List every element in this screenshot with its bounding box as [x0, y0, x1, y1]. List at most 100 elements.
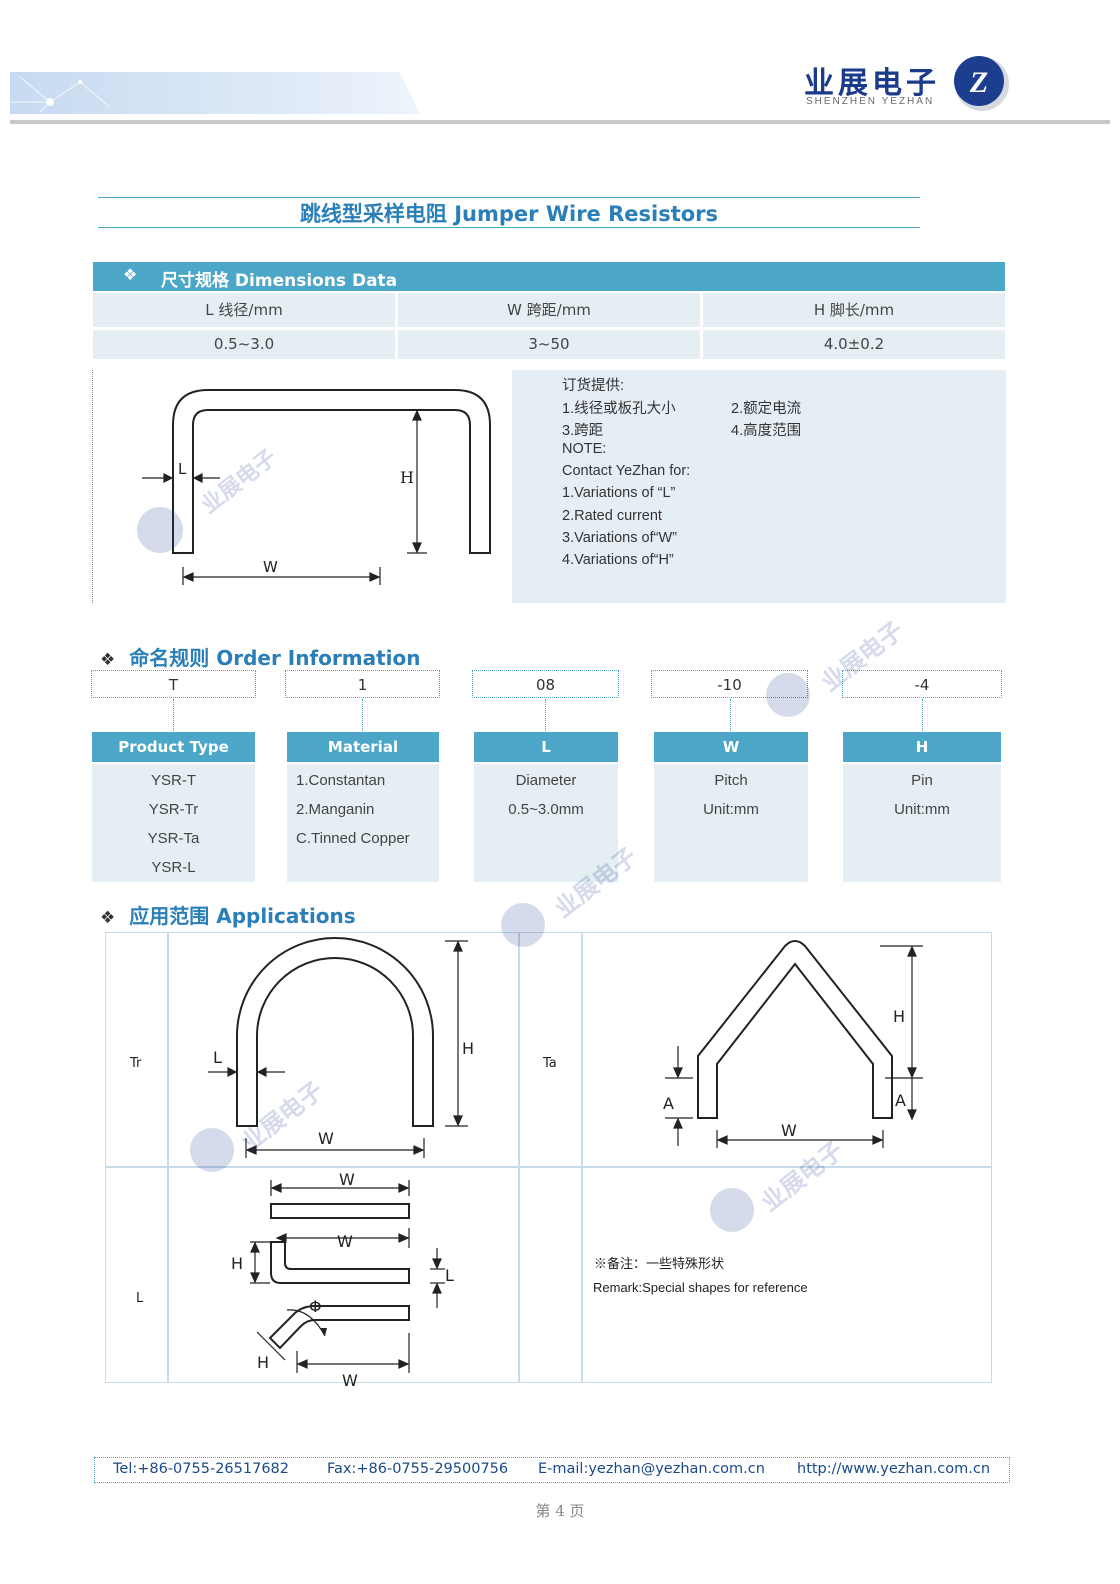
dim-val-h: 4.0±0.2 [703, 330, 1005, 359]
connector-w [730, 699, 731, 731]
order-item: YSR-Ta [147, 830, 200, 847]
diamond-bullet-icon: ❖ [123, 265, 138, 284]
dim-col-w: W 跨距/mm [398, 293, 700, 327]
note-line-9: 2.Rated current [562, 508, 662, 524]
order-info-heading: ❖ 命名规则 Order Information [100, 642, 421, 671]
dimensions-value-row: 0.5~3.0 3~50 4.0±0.2 [93, 330, 1005, 359]
grid-divider [106, 1166, 991, 1168]
dim-col-h: H 脚长/mm [703, 293, 1005, 327]
l-label-h-top: H [231, 1254, 243, 1273]
note-line-1: 订货提供: [562, 378, 625, 394]
l-label-w-bottom: W [342, 1371, 358, 1388]
page-number: 第 4 页 [535, 1502, 585, 1520]
code-box-w: -10 [651, 670, 808, 698]
connector-type [173, 699, 174, 731]
order-col-body: Diameter 0.5~3.0mm [474, 764, 618, 882]
order-info-heading-text: 命名规则 Order Information [129, 646, 421, 670]
order-col-head: W [654, 732, 808, 762]
ta-label-a-right: A [895, 1091, 906, 1110]
order-item: YSR-L [151, 859, 196, 876]
order-col-w: W Pitch Unit:mm [654, 732, 808, 882]
footer-website[interactable]: http://www.yezhan.com.cn [797, 1461, 991, 1477]
header-network-graphic [10, 76, 111, 113]
order-col-l: L Diameter 0.5~3.0mm [474, 732, 618, 882]
grid-divider [581, 933, 583, 1382]
order-col-body: 1.Constantan 2.Manganin C.Tinned Copper [287, 764, 439, 882]
order-item: 2.Manganin [296, 801, 375, 818]
svg-text:业展电子: 业展电子 [816, 620, 909, 697]
order-col-body: Pitch Unit:mm [654, 764, 808, 882]
l-label-l: L [445, 1266, 454, 1285]
ta-label-h: H [893, 1007, 905, 1026]
footer-fax: Fax:+86-0755-29500756 [327, 1461, 509, 1477]
svg-text:Z: Z [969, 66, 988, 99]
diagram-label-l: L [178, 460, 187, 478]
title-rule-bottom [98, 227, 920, 228]
note-line-3: 2.额定电流 [731, 401, 802, 417]
row-label-ta: Ta [543, 1056, 557, 1071]
watermark-logo-icon: 业展电子 [501, 842, 642, 947]
code-box-type: T [91, 670, 256, 698]
applications-heading-text: 应用范围 Applications [129, 904, 356, 928]
tr-label-h: H [462, 1039, 474, 1058]
order-col-product-type: Product Type YSR-T YSR-Tr YSR-Ta YSR-L [92, 732, 255, 882]
order-item: Pin [911, 772, 933, 789]
dimensions-heading-text: 尺寸规格 Dimensions Data [161, 271, 398, 291]
watermark-logo-icon: 业展电子 [190, 1076, 329, 1172]
ta-shape-diagram: A A H W [663, 940, 923, 1148]
footer-tel: Tel:+86-0755-26517682 [113, 1461, 289, 1477]
watermark-logo-icon: 业展电子 [710, 1140, 849, 1232]
note-line-11: 4.Variations of“H” [562, 552, 674, 568]
order-item: Pitch [714, 772, 748, 789]
connector-l [545, 699, 546, 731]
note-line-4: 3.跨距 [562, 423, 604, 439]
ta-label-w: W [781, 1121, 797, 1140]
tr-shape-diagram: L H W [208, 937, 474, 1158]
note-line-5: 4.高度范围 [731, 423, 802, 439]
header-band [10, 72, 420, 114]
note-line-8: 1.Variations of “L” [562, 485, 676, 501]
row-label-l: L [136, 1291, 144, 1306]
brand-name-cn: 业展电子 [804, 66, 940, 101]
order-item: YSR-Tr [148, 801, 199, 818]
order-item: Diameter [515, 772, 577, 789]
l-shape-diagram: W W W H H L Φ [231, 1170, 454, 1388]
l-label-h-bottom: H [257, 1353, 269, 1372]
watermark-logo-icon: 业展电子 [137, 445, 282, 553]
dim-col-l: L 线径/mm [93, 293, 395, 327]
order-item: 1.Constantan [296, 772, 386, 789]
order-item: YSR-T [151, 772, 196, 789]
note-line-7: Contact YeZhan for: [562, 463, 691, 479]
grid-divider [518, 933, 520, 1382]
title-rule-top [98, 197, 920, 198]
order-item: C.Tinned Copper [296, 830, 410, 847]
diamond-bullet-icon: ❖ [100, 650, 116, 670]
svg-text:业展电子: 业展电子 [197, 445, 282, 519]
order-item: Unit:mm [703, 801, 759, 818]
svg-text:业展电子: 业展电子 [236, 1076, 329, 1157]
order-col-h: H Pin Unit:mm [843, 732, 1001, 882]
note-line-2: 1.线径或板孔大小 [562, 401, 676, 417]
code-box-material: 1 [285, 670, 440, 698]
order-col-head: Material [287, 732, 439, 762]
footer-contact-bar: Tel:+86-0755-26517682 Fax:+86-0755-29500… [94, 1457, 1010, 1483]
diagram-label-w: W [263, 558, 278, 576]
order-col-head: Product Type [92, 732, 255, 762]
note-line-10: 3.Variations of“W” [562, 530, 677, 546]
header-rule [10, 120, 1110, 124]
dim-val-w: 3~50 [398, 330, 700, 359]
grid-divider [167, 933, 169, 1382]
yezhan-logo-icon: Z [954, 56, 1009, 111]
tr-label-l: L [213, 1048, 222, 1067]
order-note-panel: 订货提供: 1.线径或板孔大小 2.额定电流 3.跨距 4.高度范围 NOTE:… [512, 370, 1006, 603]
jumper-dimension-diagram: L H W 业展电子 [137, 389, 491, 585]
remark-en: Remark:Special shapes for reference [593, 1280, 808, 1295]
applications-heading: ❖应用范围 Applications [100, 900, 356, 929]
brand-name-en: SHENZHEN YEZHAN [806, 96, 935, 107]
watermark-logo-icon: 业展电子 [766, 620, 909, 717]
connector-material [362, 699, 363, 731]
order-col-body: YSR-T YSR-Tr YSR-Ta YSR-L [92, 764, 255, 882]
page-title: 跳线型采样电阻 Jumper Wire Resistors [299, 202, 719, 226]
note-line-6: NOTE: [562, 441, 607, 457]
footer-email[interactable]: E-mail:yezhan@yezhan.com.cn [538, 1461, 765, 1477]
